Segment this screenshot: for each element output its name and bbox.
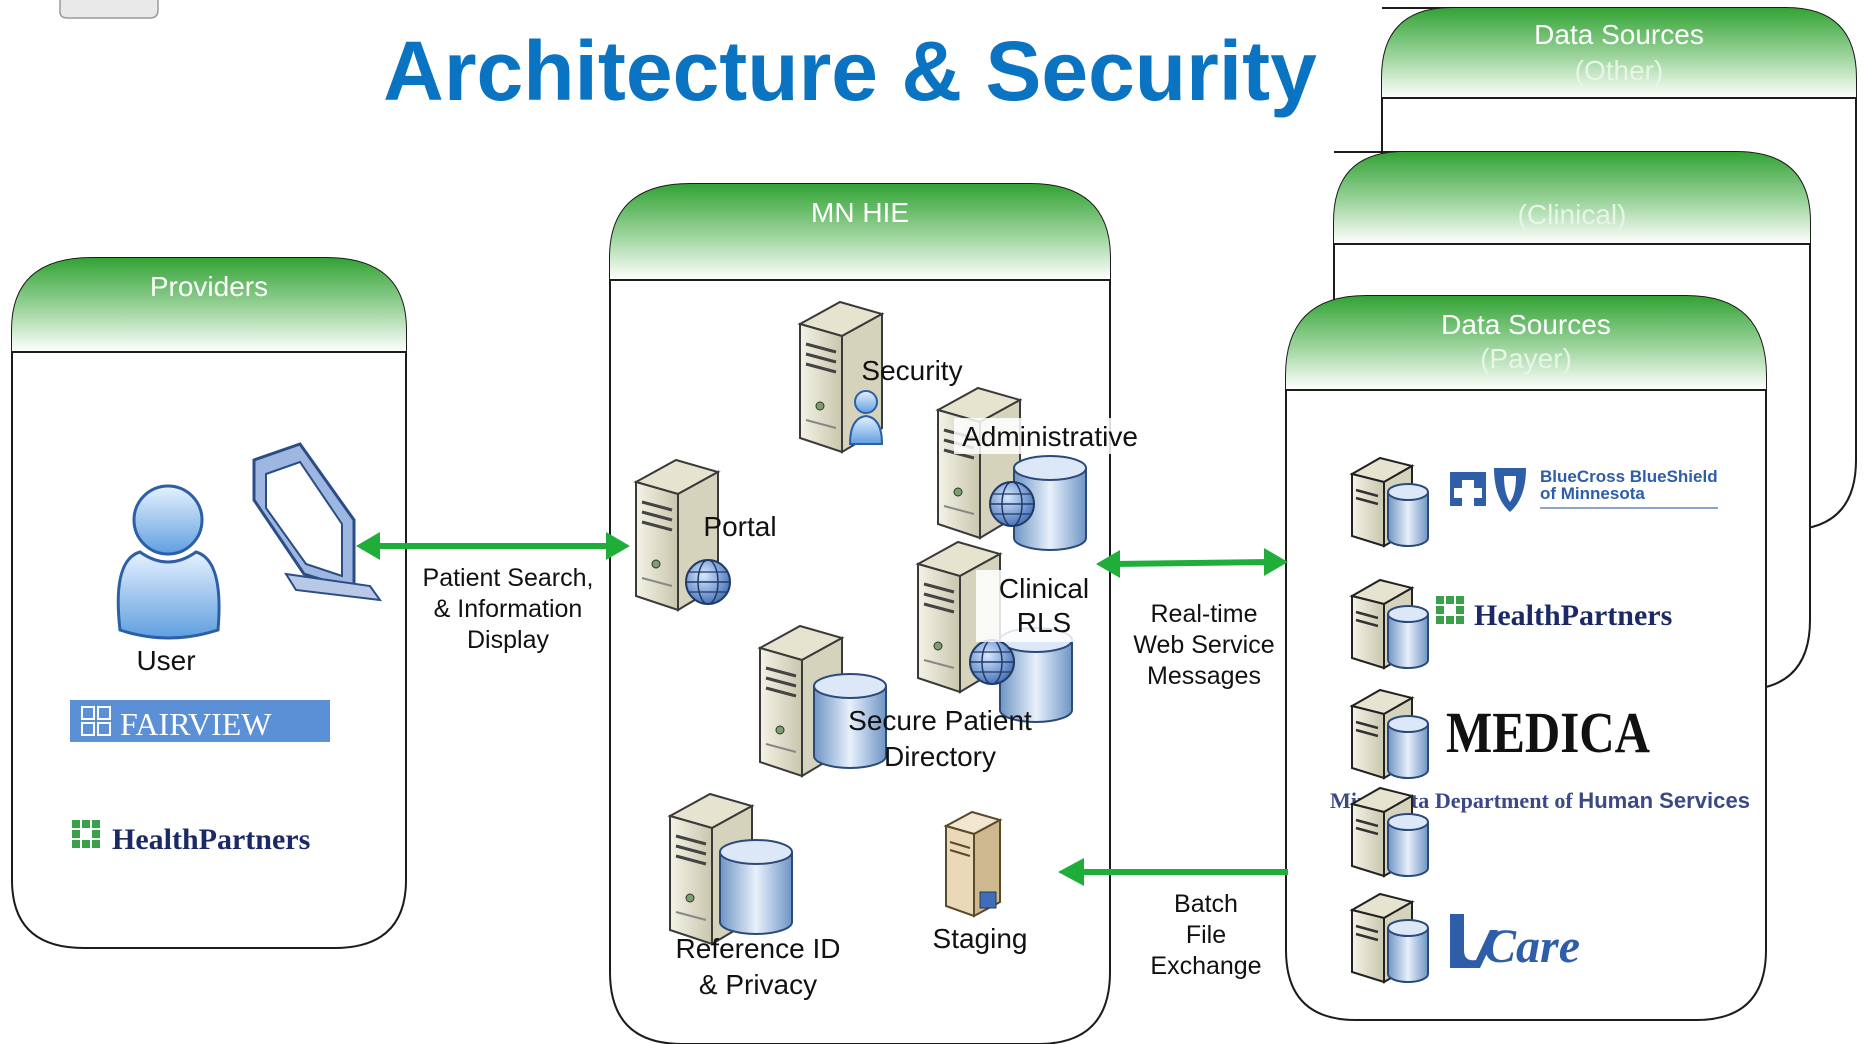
panel-header: Providers (150, 271, 268, 302)
security-server-icon (798, 300, 884, 454)
patient-search-label: Patient Search, & Information Display (423, 564, 594, 654)
panel-header: Data Sources (1441, 309, 1611, 340)
payer-row-dhs: Minnesota Department of Human Services (1330, 786, 1750, 878)
panel-subheader: (Other) (1575, 55, 1664, 86)
arrow-batch (1058, 858, 1288, 886)
healthpartners-logo-payer: HealthPartners (1436, 596, 1672, 632)
payer-row-healthpartners: HealthPartners (1350, 578, 1672, 670)
svg-text:Real-time: Real-time (1151, 600, 1258, 628)
bcbs-logo: BlueCross BlueShield of Minnesota (1450, 467, 1718, 512)
corner-tab (59, 0, 159, 19)
privacy-label: & Privacy (699, 969, 817, 1000)
realtime-label: Real-time Web Service Messages (1133, 600, 1274, 690)
fairview-logo: FAIRVIEW (70, 700, 330, 742)
svg-text:Exchange: Exchange (1150, 952, 1261, 980)
svg-text:Patient Search,: Patient Search, (423, 564, 594, 592)
medica-logo: MEDICA (1446, 700, 1650, 765)
administrative-label: Administrative (962, 421, 1138, 452)
page-title: Architecture & Security (383, 24, 1317, 118)
arrow-realtime (1096, 548, 1288, 578)
directory-label: Directory (884, 741, 996, 772)
staging-server-icon (943, 810, 1003, 918)
clinical-label: Clinical (999, 573, 1089, 604)
ucare-text: Care (1484, 920, 1580, 973)
fairview-logo-text: FAIRVIEW (120, 706, 272, 742)
svg-text:Messages: Messages (1147, 662, 1261, 690)
panel-subheader: (Payer) (1480, 343, 1572, 374)
panel-header: MN HIE (811, 197, 909, 228)
security-label: Security (861, 355, 962, 386)
svg-text:Web Service: Web Service (1133, 631, 1274, 659)
staging-label: Staging (933, 923, 1028, 954)
svg-text:& Information: & Information (434, 595, 583, 623)
svg-text:Display: Display (467, 626, 549, 654)
svg-text:File: File (1186, 921, 1226, 949)
user-icon (116, 484, 221, 640)
payer-row-medica: MEDICA (1350, 688, 1650, 780)
reference-id-label: Reference ID (676, 933, 841, 964)
panel-subheader: (Clinical) (1518, 199, 1627, 230)
payer-row-bcbs: BlueCross BlueShield of Minnesota (1350, 456, 1718, 548)
panel-header: Data Sources (1534, 19, 1704, 50)
bcbs-state: of Minnesota (1540, 484, 1645, 503)
bcbs-name: BlueCross BlueShield (1540, 467, 1718, 486)
portal-label: Portal (703, 511, 776, 542)
arrow-patient-search (356, 532, 630, 560)
healthpartners-logo-text: HealthPartners (112, 823, 310, 856)
secure-patient-label: Secure Patient (848, 705, 1032, 736)
payer-row-ucare: Care (1350, 892, 1580, 984)
user-label: User (136, 645, 195, 676)
monitor-icon (252, 442, 383, 602)
healthpartners-logo-providers: HealthPartners (72, 820, 310, 856)
rls-label: RLS (1017, 607, 1071, 638)
ucare-logo: Care (1450, 914, 1580, 973)
svg-text:Batch: Batch (1174, 890, 1238, 918)
healthpartners-payer-text: HealthPartners (1474, 599, 1672, 632)
batch-label: Batch File Exchange (1150, 890, 1261, 980)
